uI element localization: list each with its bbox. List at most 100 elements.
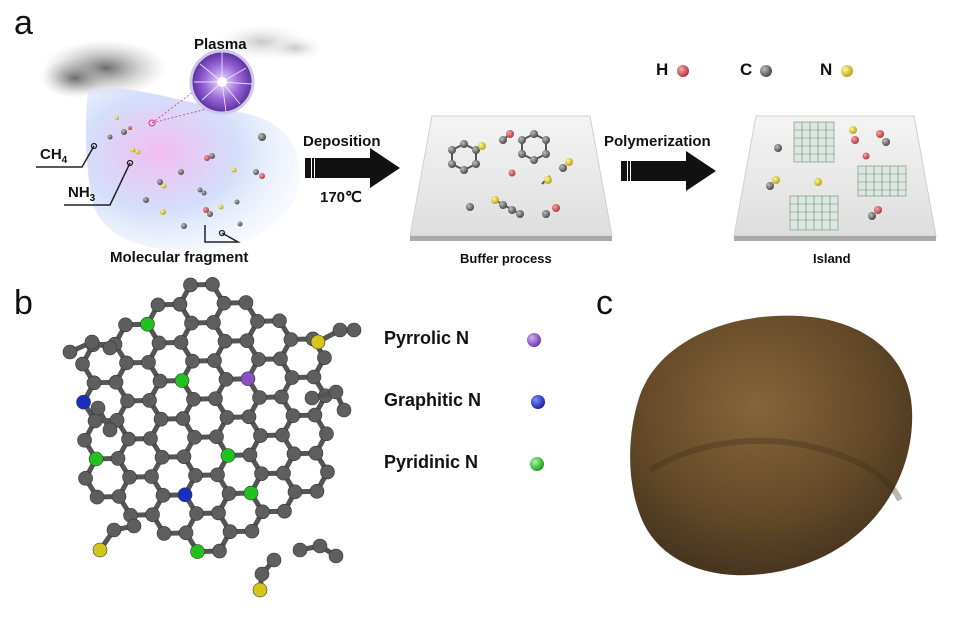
carbon-atom [78, 471, 93, 486]
carbon-atom [283, 332, 299, 347]
edge-chain [90, 400, 118, 438]
carbon-atom [218, 372, 234, 387]
legend-nitrogen-symbol: N [820, 60, 833, 79]
plasma-label: Plasma [194, 36, 247, 53]
nitrogen-atom [243, 485, 259, 501]
edge-chain [62, 334, 118, 360]
zoom-line-2 [151, 103, 227, 124]
carbon-atom [221, 486, 237, 501]
carbon-atom [251, 352, 266, 367]
legend-graphitic-n: Graphitic N [384, 390, 482, 410]
nh3-label: NH3 [68, 184, 95, 204]
carbon-atom [255, 504, 270, 520]
carbon-atom [77, 432, 92, 448]
carbon-atom [208, 391, 223, 406]
carbon-atom [206, 315, 221, 330]
carbon-atom [153, 411, 169, 427]
edge-chain [310, 322, 362, 350]
carbon-atom [172, 297, 188, 312]
panel-letter-c: c [596, 284, 613, 322]
carbon-atom [219, 410, 235, 425]
carbon-atom [284, 370, 300, 385]
carbon-atom [156, 526, 172, 541]
carbon-atom [111, 489, 127, 504]
carbon-atom [286, 446, 302, 462]
carbon-atom [120, 393, 135, 409]
carbon-atom [222, 524, 238, 539]
buffer-process-caption: Buffer process [460, 251, 552, 266]
carbon-atom [188, 468, 203, 483]
nh3-subscript: 3 [89, 193, 96, 204]
carbon-atom [150, 297, 166, 313]
island-substrate [733, 115, 937, 241]
carbon-atom [175, 411, 191, 426]
panel-letter-b: b [14, 284, 33, 322]
carbon-atom [178, 525, 194, 541]
carbon-atom [273, 351, 288, 367]
ch4-callout-line [36, 145, 95, 168]
legend-pyrrolic-n: Pyrrolic N [384, 328, 470, 348]
deposition-arrow-icon [305, 148, 400, 188]
legend-carbon-symbol: C [740, 60, 753, 79]
ch4-text: CH [40, 146, 62, 163]
carbon-atom [307, 407, 323, 423]
island-caption: Island [813, 251, 851, 266]
carbon-atom [210, 467, 225, 483]
plasma-plume [85, 88, 300, 251]
carbon-atom [242, 447, 258, 463]
edge-chain [92, 518, 142, 558]
carbon-atom [173, 335, 189, 350]
carbon-atom [276, 465, 291, 481]
carbon-atom [75, 356, 90, 372]
carbon-atom [145, 507, 160, 522]
carbon-atom [143, 431, 158, 446]
carbon-atom [187, 430, 202, 445]
cloud-dark [40, 40, 167, 98]
carbon-atom [155, 488, 171, 503]
carbon-atom [309, 483, 325, 499]
carbon-atom [189, 506, 204, 521]
carbon-atom [186, 391, 201, 407]
fragment-callout-line [204, 225, 241, 243]
carbon-atom [272, 313, 287, 329]
nitrogen-atom [240, 371, 256, 387]
polymerization-label: Polymerization [604, 133, 711, 150]
nitrogen-ball-icon [841, 65, 853, 77]
carbon-atom [274, 389, 289, 405]
carbon-atom [86, 375, 102, 391]
carbon-atom [254, 466, 269, 481]
zoom-origin [148, 119, 156, 127]
carbon-atom [185, 353, 200, 369]
carbon-atom [244, 523, 260, 539]
carbon-atom [118, 317, 133, 333]
carbon-atom [211, 505, 226, 521]
hydrogen-ball-icon [677, 65, 689, 77]
nitrogen-atom [220, 448, 236, 463]
carbon-atom [317, 350, 332, 365]
powder-heap [630, 315, 913, 576]
edge-chain [304, 384, 352, 418]
legend-hydrogen-symbol: H [656, 60, 669, 79]
nitrogen-atom [177, 487, 193, 503]
legend-pyridinic-n: Pyridinic N [384, 452, 479, 472]
carbon-atom [183, 277, 198, 293]
plasma-sphere-icon [189, 49, 255, 115]
nh3-callout-line [64, 162, 131, 206]
cloud-light [216, 24, 323, 60]
nitrogen-atom [174, 373, 190, 388]
carbon-atom [184, 315, 199, 331]
ch4-label: CH4 [40, 146, 67, 166]
carbon-atom [209, 429, 224, 445]
carbon-atom [217, 333, 233, 349]
carbon-atom [119, 355, 134, 371]
carbon-atom [285, 408, 301, 423]
deposition-temperature: 170℃ [320, 189, 362, 206]
carbon-atom [306, 369, 322, 385]
carbon-atom [238, 295, 254, 310]
carbon-ball-icon [760, 65, 772, 77]
panel-letter-a: a [14, 4, 33, 42]
carbon-atom [151, 335, 167, 351]
carbon-atom [144, 469, 159, 484]
